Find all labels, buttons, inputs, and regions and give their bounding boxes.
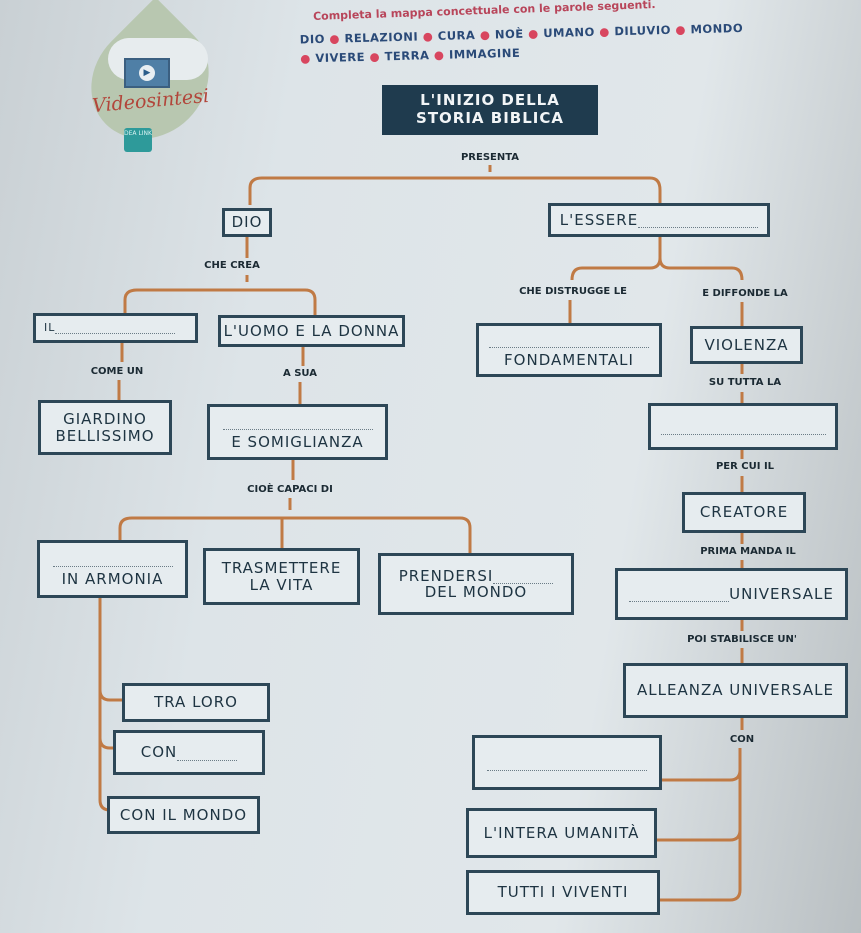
box-tra-loro: TRA LORO bbox=[122, 683, 270, 722]
label-per-cui-il: PER CUI IL bbox=[715, 461, 775, 472]
answer-blank[interactable] bbox=[52, 551, 173, 567]
box-con-il-mondo: CON IL MONDO bbox=[107, 796, 260, 834]
label-con: CON bbox=[729, 734, 755, 745]
map-title: L'INIZIO DELLA STORIA BIBLICA bbox=[382, 85, 598, 135]
connector-left-branches bbox=[98, 598, 122, 812]
label-che-distrugge-le: CHE DISTRUGGE LE bbox=[519, 286, 627, 297]
box-universale: UNIVERSALE bbox=[615, 568, 848, 620]
box-text: DEL MONDO bbox=[424, 583, 528, 601]
word: DILUVIO bbox=[614, 22, 672, 39]
answer-blank[interactable] bbox=[493, 568, 554, 584]
label-su-tutta-la: SU TUTTA LA bbox=[708, 377, 782, 388]
label-presenta: PRESENTA bbox=[460, 152, 520, 163]
title-line-1: L'INIZIO DELLA bbox=[420, 91, 560, 109]
dea-link-logo[interactable]: DEA LINK bbox=[124, 128, 152, 152]
box-blank-con bbox=[472, 735, 662, 790]
label-a-sua: A SUA bbox=[283, 368, 317, 379]
word: VIVERE bbox=[315, 49, 366, 66]
title-line-2: STORIA BIBLICA bbox=[416, 109, 564, 127]
label-che-crea: CHE CREA bbox=[204, 260, 260, 271]
word: RELAZIONI bbox=[344, 29, 419, 46]
box-fondamentali: FONDAMENTALI bbox=[476, 323, 662, 377]
box-text: L'UOMO E LA DONNA bbox=[223, 321, 400, 340]
answer-blank[interactable] bbox=[222, 414, 373, 430]
box-text: IL bbox=[44, 320, 56, 334]
box-text: CREATORE bbox=[699, 503, 789, 522]
box-uomo-donna: L'UOMO E LA DONNA bbox=[218, 315, 405, 347]
label-e-diffonde-la: E DIFFONDE LA bbox=[702, 288, 788, 299]
answer-blank[interactable] bbox=[638, 212, 759, 228]
word: NOÈ bbox=[494, 26, 524, 42]
box-trasmettere: TRASMETTERE LA VITA bbox=[203, 548, 360, 605]
label-poi-stabilisce-un: POI STABILISCE UN' bbox=[687, 634, 797, 645]
answer-blank[interactable] bbox=[487, 755, 647, 771]
box-intera-umanita: L'INTERA UMANITÀ bbox=[466, 808, 657, 858]
box-giardino: GIARDINO BELLISSIMO bbox=[38, 400, 172, 455]
box-text: ALLEANZA UNIVERSALE bbox=[637, 681, 834, 700]
box-text: CON bbox=[140, 743, 178, 762]
answer-blank[interactable] bbox=[660, 419, 826, 435]
box-text: L'INTERA UMANITÀ bbox=[483, 823, 640, 842]
box-text: IN ARMONIA bbox=[61, 569, 164, 588]
video-play-icon[interactable]: ▶ bbox=[124, 58, 170, 88]
connector-come-sua bbox=[117, 343, 305, 404]
box-text: TRA LORO bbox=[154, 693, 238, 712]
label-come-un: COME UN bbox=[90, 366, 144, 377]
box-text: TRASMETTERE LA VITA bbox=[221, 559, 342, 594]
box-text: CON IL MONDO bbox=[119, 805, 248, 824]
box-dio: DIO bbox=[222, 208, 272, 237]
word: CURA bbox=[437, 27, 476, 43]
box-alleanza: ALLEANZA UNIVERSALE bbox=[623, 663, 848, 718]
box-text: TUTTI I VIVENTI bbox=[497, 883, 629, 902]
label-cioe-capaci-di: CIOÈ CAPACI DI bbox=[247, 484, 333, 495]
word: TERRA bbox=[384, 48, 430, 64]
connector-che-crea bbox=[123, 237, 317, 315]
box-text: GIARDINO BELLISSIMO bbox=[55, 410, 155, 445]
connector-con-branches bbox=[657, 748, 742, 902]
answer-blank[interactable] bbox=[629, 586, 730, 602]
answer-blank[interactable] bbox=[489, 332, 649, 348]
box-text: UNIVERSALE bbox=[729, 584, 834, 603]
box-somiglianza: E SOMIGLIANZA bbox=[207, 404, 388, 460]
box-text: L'ESSERE bbox=[559, 210, 639, 229]
word: DIO bbox=[299, 31, 326, 47]
box-il: IL bbox=[33, 313, 198, 343]
box-text: E SOMIGLIANZA bbox=[231, 432, 364, 451]
word: MONDO bbox=[690, 20, 744, 37]
connector-presenta bbox=[248, 165, 662, 205]
label-prima-manda-il: PRIMA MANDA IL bbox=[700, 546, 796, 557]
answer-blank[interactable] bbox=[55, 322, 176, 334]
box-text: FONDAMENTALI bbox=[504, 350, 634, 369]
box-tutti-viventi: TUTTI I VIVENTI bbox=[466, 870, 660, 915]
box-violenza: VIOLENZA bbox=[690, 326, 803, 364]
connector-essere bbox=[568, 237, 744, 326]
box-text: VIOLENZA bbox=[704, 335, 789, 354]
answer-blank[interactable] bbox=[177, 745, 238, 761]
box-con: CON bbox=[113, 730, 265, 775]
box-text: PRENDERSI bbox=[398, 566, 494, 585]
connector-capaci bbox=[118, 460, 472, 553]
box-terra-blank bbox=[648, 403, 838, 450]
box-essere: L'ESSERE bbox=[548, 203, 770, 237]
box-text: DIO bbox=[231, 213, 263, 232]
word: IMMAGINE bbox=[448, 45, 521, 62]
box-creatore: CREATORE bbox=[682, 492, 806, 533]
word: UMANO bbox=[543, 24, 595, 41]
box-armonia: IN ARMONIA bbox=[37, 540, 188, 598]
